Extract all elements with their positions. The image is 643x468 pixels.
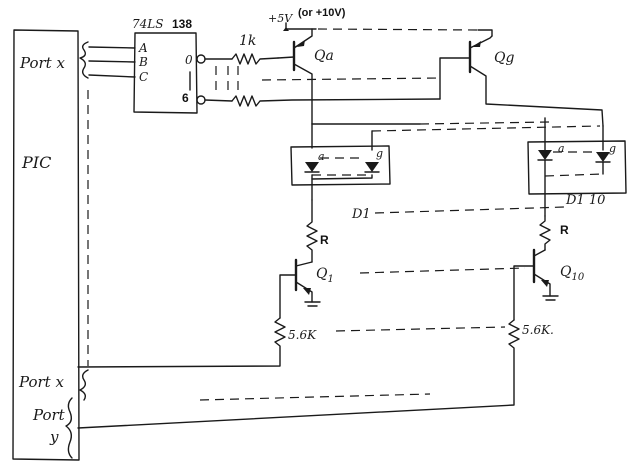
port-x-bottom-label: Port x — [18, 373, 64, 391]
resistor-56k-right: 5.6K. — [77, 319, 554, 429]
decoder-output-lines — [204, 58, 239, 102]
transistor-chain-dashes — [359, 267, 526, 274]
q1-sub-label: 1 — [327, 274, 333, 285]
pin-b-label: B — [138, 55, 148, 69]
resistor-1k-bottom — [231, 77, 441, 107]
transistor-qa: Qa — [277, 28, 334, 125]
transistor-q10: Q10 — [513, 248, 585, 321]
pic-label: PIC — [21, 153, 51, 172]
d10-seg-g-diode — [596, 152, 610, 162]
port-x-top-brace — [79, 41, 89, 79]
d1-seg-g-diode — [365, 162, 379, 172]
q10-sub-label: 10 — [571, 272, 584, 283]
r56k-right-label: 5.6K. — [522, 323, 554, 337]
decoder-number-label: 138 — [172, 17, 192, 31]
pic-block: Port x PIC Port x Port y — [12, 29, 89, 461]
resistor-r-left: R — [306, 199, 329, 263]
q10-label: Q10 — [560, 264, 585, 283]
d10-label: D1 10 — [565, 193, 605, 208]
address-lines — [88, 46, 136, 78]
r56k-left-label: 5.6K — [288, 328, 317, 342]
output-0-bubble — [196, 54, 206, 64]
qg-label: Qg — [494, 50, 514, 66]
r-right-label: R — [560, 223, 569, 237]
pin-a-label: A — [138, 41, 148, 55]
d1-seg-a-label: a — [318, 150, 325, 163]
supply-5v-label: +5V — [268, 12, 293, 25]
supply-alt-label: (or +10V) — [298, 7, 346, 19]
d1-label: D1 — [351, 207, 371, 222]
port-x-bottom-brace — [79, 369, 89, 401]
port-y-label-line2: y — [49, 428, 59, 446]
resistor-1k-label: 1k — [239, 33, 256, 49]
transistor-qg: Qg — [439, 35, 604, 127]
resistor-56k-left: 5.6K — [77, 317, 317, 368]
display-d10: a g D1 10 — [527, 140, 627, 217]
pin-c-label: C — [139, 70, 148, 84]
d1-seg-a-diode — [305, 162, 319, 172]
qa-label: Qa — [314, 48, 334, 64]
port-y-chain-dashes — [199, 393, 431, 401]
q10-main-label: Q — [560, 264, 572, 280]
decoder-name-label: 74LS — [132, 17, 163, 31]
resistor-r-right: R — [539, 215, 569, 251]
d10-seg-g-label: g — [609, 142, 616, 155]
supply-rail: +5V (or +10V) — [268, 7, 493, 37]
transistor-q1: Q1 — [279, 258, 334, 319]
output-6-bubble — [196, 95, 206, 105]
resistor-1k-top: 1k — [231, 33, 279, 65]
d10-seg-a-diode — [538, 150, 552, 160]
display-chain-dashes — [374, 206, 566, 214]
port-y-label-line1: Port — [32, 406, 66, 424]
d10-seg-a-label: a — [558, 142, 565, 155]
r-left-label: R — [320, 233, 329, 247]
segment-bus — [311, 117, 604, 151]
d1-seg-g-label: g — [376, 147, 383, 160]
q1-label: Q1 — [316, 266, 334, 285]
base-resistor-chain-dashes — [335, 326, 506, 332]
output-0-label: 0 — [185, 53, 193, 67]
display-d1: a g D1 — [290, 145, 391, 222]
output-6-label: 6 — [182, 91, 189, 105]
decoder-74ls138: 74LS 138 A B C 0 6 — [132, 17, 206, 114]
q1-main-label: Q — [316, 266, 328, 282]
port-x-top-label: Port x — [19, 54, 65, 72]
port-y-brace — [65, 397, 73, 459]
